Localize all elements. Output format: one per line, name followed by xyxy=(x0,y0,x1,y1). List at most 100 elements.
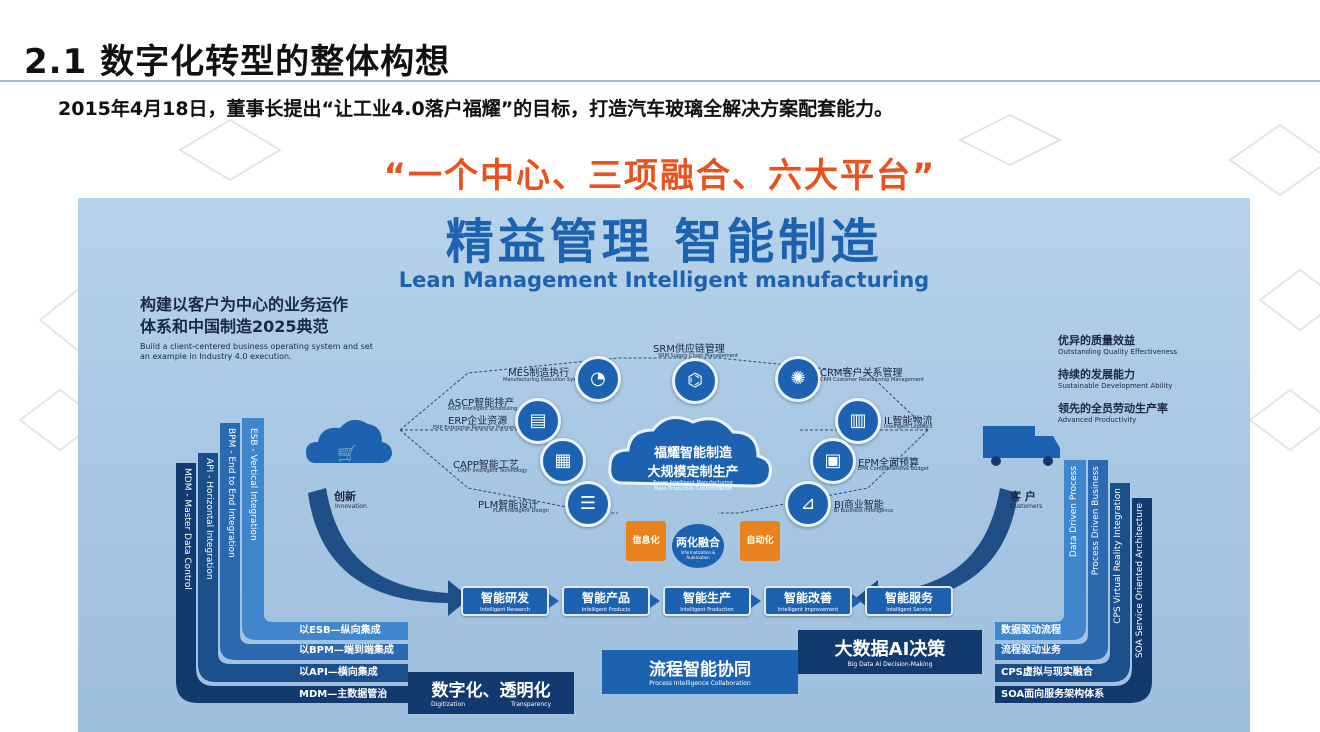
node-label-plm: PLM智能设计 xyxy=(478,500,539,511)
main-title-cn: 精益管理 智能制造 xyxy=(445,214,883,270)
node-sub-ascp: ASCP Intelligent Scheduling xyxy=(448,406,518,412)
step-sub: Intelligent Products xyxy=(581,607,631,613)
node-sub-erp: ERP Enterprise Resource Planning xyxy=(433,425,518,431)
title-divider xyxy=(0,80,1320,82)
right-point-cn: 优异的质量效益 xyxy=(1058,334,1135,347)
center-sub-2: Mass Production Customization xyxy=(653,486,733,492)
node-sub-bi: BI Business Intelligence xyxy=(834,508,894,514)
step-sub: Intelligent Improvement xyxy=(777,607,839,613)
node-sub-epm: EPM Comprehensive Budget xyxy=(858,466,929,472)
box-digitization: 数字化、透明化 Digitization Transparency xyxy=(408,672,574,714)
page-title: 2.1 数字化转型的整体构想 xyxy=(24,42,451,82)
box-bigdata: 大数据AI决策 Big Data AI Decision-Making xyxy=(798,630,982,674)
node-label-srm: SRM供应链管理 xyxy=(653,344,725,355)
center-sub-1: Fuyao Intelligent Manufacturing xyxy=(653,480,733,486)
report-icon: ▥ xyxy=(835,398,881,444)
step-label: 智能研发 xyxy=(480,591,529,605)
strategy-diagram: 精益管理 智能制造 Lean Management Intelligent ma… xyxy=(78,198,1250,732)
node-label-crm: CRM客户关系管理 xyxy=(820,368,903,379)
right-bar-cps: CPS虚拟与现实融合 xyxy=(1001,667,1093,678)
left-bar-bpm: 以BPM—端到端集成 xyxy=(299,645,394,656)
right-point-en: Advanced Productivity xyxy=(1058,416,1137,424)
left-bar-esb: 以ESB—纵向集成 xyxy=(299,625,381,636)
center-cloud-text: 福耀智能制造 大规模定制生产 Fuyao Intelligent Manufac… xyxy=(618,442,768,492)
right-vertical-process: Process Driven Business xyxy=(1091,466,1101,576)
box-bigdata-cn: 大数据AI决策 xyxy=(834,639,946,660)
fusion-sub: Informatization & Automation xyxy=(680,550,716,560)
step-label: 智能改善 xyxy=(783,591,832,605)
node-sub-il: Intelligent Logistics xyxy=(884,424,933,430)
node-label-il: IL智能物流 xyxy=(884,416,933,427)
step-sub: Intelligent Research xyxy=(480,607,530,613)
center-title-1: 福耀智能制造 xyxy=(653,446,732,461)
slogan: “一个中心、三项融合、六大平台” xyxy=(383,156,937,196)
left-heading-line1: 构建以客户为中心的业务运作 xyxy=(140,295,349,314)
gauge-icon: ◔ xyxy=(575,356,621,402)
box-process-en: Process Intelligence Collaboration xyxy=(649,680,751,687)
right-vertical-data: Data Driven Process xyxy=(1069,466,1079,558)
connector-lines xyxy=(176,357,1152,703)
center-title-2: 大规模定制生产 xyxy=(647,465,739,480)
box-digitization-en: Digitization Transparency xyxy=(408,701,574,708)
left-heading: 构建以客户为中心的业务运作 体系和中国制造2025典范 xyxy=(140,294,348,338)
step-service: 智能服务 Intelligent Service xyxy=(865,586,953,616)
step-label: 智能产品 xyxy=(581,591,630,605)
right-point-list: 优异的质量效益 Outstanding Quality Effectivenes… xyxy=(1058,332,1177,424)
innovation-label: 创新 xyxy=(334,490,356,503)
network-icon: ⌬ xyxy=(672,358,718,404)
box-digitization-en2: Transparency xyxy=(510,701,552,708)
left-vertical-api: API - Horizontal Integration xyxy=(204,458,214,580)
step-improvement: 智能改善 Intelligent Improvement xyxy=(764,586,852,616)
node-sub-capp: CAPP Intelligent Technology xyxy=(458,468,528,474)
truck-icon xyxy=(998,434,1018,448)
step-sub: Intelligent Production xyxy=(680,607,734,613)
cart-icon: 🛒 xyxy=(337,444,357,463)
right-point-cn: 领先的全员劳动生产率 xyxy=(1058,402,1168,415)
node-sub-plm: PLM Intelligent Design xyxy=(493,508,549,514)
left-bar-api: 以API—横向集成 xyxy=(299,667,378,678)
left-heading-en: Build a client-centered business operati… xyxy=(140,342,373,361)
document-icon: ▤ xyxy=(515,398,561,444)
innovation-label-en: Innovation xyxy=(335,503,367,510)
right-bar-process: 流程驱动业务 xyxy=(1001,645,1061,656)
customer-label: 客 户 xyxy=(1010,490,1036,503)
step-sub: Intelligent Service xyxy=(886,607,932,613)
right-bar-data: 数据驱动流程 xyxy=(1001,625,1061,636)
node-label-epm: EPM全面预算 xyxy=(858,458,919,469)
left-heading-line2: 体系和中国制造2025典范 xyxy=(140,317,329,336)
main-title-en: Lean Management Intelligent manufacturin… xyxy=(398,268,930,292)
right-point: 持续的发展能力 Sustainable Development Ability xyxy=(1058,366,1177,390)
arrow-right-icon xyxy=(549,594,559,608)
arrow-right-icon xyxy=(751,594,761,608)
right-point: 优异的质量效益 Outstanding Quality Effectivenes… xyxy=(1058,332,1177,356)
automation-badge: 自动化 xyxy=(740,521,780,561)
node-label-bi: BI商业智能 xyxy=(834,500,884,511)
node-label-ascp: ASCP智能排产 xyxy=(448,398,515,409)
step-label: 智能服务 xyxy=(884,591,933,605)
qr-icon: ▦ xyxy=(540,438,586,484)
box-digitization-en1: Digitization xyxy=(430,701,466,708)
node-label-capp: CAPP智能工艺 xyxy=(453,460,519,471)
left-vertical-bpm: BPM - End to End Integration xyxy=(226,428,236,558)
right-point-en: Outstanding Quality Effectiveness xyxy=(1058,348,1178,356)
node-sub-srm: SRM Supply Chain Management xyxy=(658,353,738,359)
box-bigdata-en: Big Data AI Decision-Making xyxy=(847,661,933,668)
arrow-right-icon xyxy=(852,594,862,608)
box-process-cn: 流程智能协同 xyxy=(649,660,751,680)
left-vertical-mdm: MDM - Master Data Control xyxy=(182,468,192,590)
page-subtitle: 2015年4月18日，董事长提出“让工业4.0落户福耀”的目标，打造汽车玻璃全解… xyxy=(58,98,894,120)
left-bar-mdm: MDM—主数据管治 xyxy=(299,689,388,700)
node-label-erp: ERP企业资源 xyxy=(448,416,508,427)
informatization-badge: 信息化 xyxy=(626,521,666,561)
chart-icon: ⊿ xyxy=(785,481,831,527)
right-vertical-soa: SOA Service Oriented Architecture xyxy=(1135,503,1145,659)
box-digitization-cn: 数字化、透明化 xyxy=(431,681,551,701)
right-point-cn: 持续的发展能力 xyxy=(1058,368,1135,381)
node-sub-mes: Manufacturing Execution System xyxy=(503,377,586,383)
customer-label-en: Customers xyxy=(1010,503,1043,510)
right-bar-soa: SOA面向服务架构体系 xyxy=(1001,689,1105,700)
left-vertical-esb: ESB - Vertical Integration xyxy=(248,428,258,541)
step-research: 智能研发 Intelligent Research xyxy=(461,586,549,616)
